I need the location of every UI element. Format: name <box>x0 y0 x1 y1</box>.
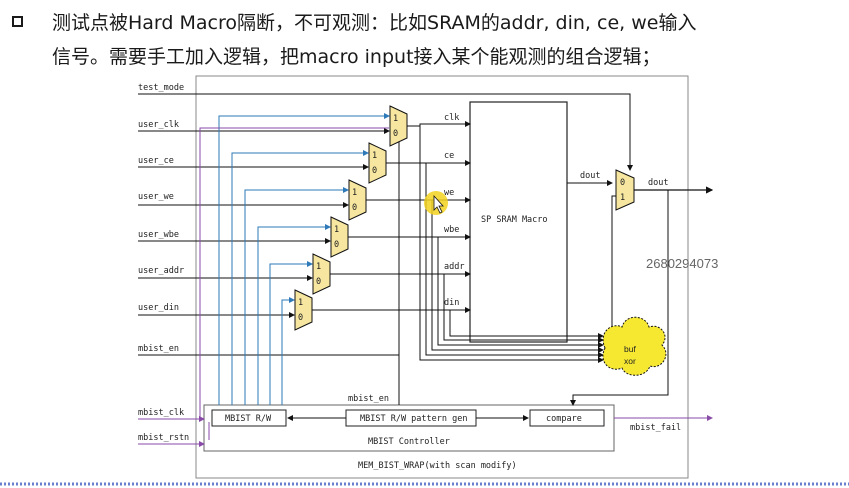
svg-text:wbe: wbe <box>444 225 459 235</box>
svg-text:1: 1 <box>298 298 303 308</box>
mux-ce: 1 0 <box>368 142 387 184</box>
watermark-text: 2680294073 <box>646 256 718 271</box>
compare-block <box>529 409 605 427</box>
compare-label: compare <box>546 414 582 424</box>
blue-mbist-wires <box>218 113 390 405</box>
tap-to-bufxor-wires <box>419 126 604 363</box>
wire-mbist-clk-purple <box>199 127 389 420</box>
label-mbist-en-internal: mbist_en <box>348 394 389 404</box>
svg-text:clk: clk <box>444 113 459 123</box>
svg-text:din: din <box>444 298 459 308</box>
input-muxes: 1 0 1 0 1 0 1 0 1 0 1 0 <box>294 105 408 331</box>
svg-text:0: 0 <box>372 166 377 176</box>
label-mbist-en: mbist_en <box>138 344 179 354</box>
input-labels: test_mode user_clk user_ce user_we user_… <box>138 83 189 443</box>
svg-text:0: 0 <box>316 277 321 287</box>
mbist-rw-block <box>211 409 287 427</box>
svg-text:1: 1 <box>372 151 377 161</box>
svg-text:1: 1 <box>316 262 321 272</box>
sram-port-labels: clk ce we wbe addr din <box>444 113 464 308</box>
svg-text:1: 1 <box>352 188 357 198</box>
svg-text:0: 0 <box>334 240 339 250</box>
mux-we: 1 0 <box>348 179 367 221</box>
wire-test-mode <box>138 93 633 171</box>
mbist-rw-label: MBIST R/W <box>225 414 272 424</box>
svg-text:ce: ce <box>444 151 454 161</box>
svg-text:0: 0 <box>352 203 357 213</box>
mbist-controller-box <box>203 404 615 452</box>
cursor-pointer-icon <box>433 194 444 214</box>
wrap-label: MEM_BIST_WRAP(with scan modify) <box>358 461 517 471</box>
svg-text:xor: xor <box>624 356 636 366</box>
svg-text:addr: addr <box>444 262 464 272</box>
label-user-ce: user_ce <box>138 156 174 166</box>
svg-text:1: 1 <box>334 225 339 235</box>
svg-text:0: 0 <box>298 313 303 323</box>
label-user-wbe: user_wbe <box>138 230 179 240</box>
wire-dout-to-compare <box>570 190 669 406</box>
mux-din: 1 0 <box>294 289 313 331</box>
bufxor-cloud: buf xor <box>602 316 667 376</box>
pattern-gen-label: MBIST R/W pattern gen <box>360 414 467 424</box>
label-test-mode: test_mode <box>138 83 184 93</box>
svg-text:0: 0 <box>620 178 625 188</box>
mux-addr: 1 0 <box>312 253 331 295</box>
label-dout-output: dout <box>648 178 668 188</box>
label-user-addr: user_addr <box>138 266 184 276</box>
label-mbist-fail: mbist_fail <box>630 423 681 433</box>
mux-clk: 1 0 <box>389 105 408 147</box>
label-mbist-rstn: mbist_rstn <box>138 433 189 443</box>
user-input-wires <box>138 128 390 318</box>
sram-macro-block <box>469 101 568 343</box>
bullet-square-icon <box>12 16 23 27</box>
sram-label: SP SRAM Macro <box>481 215 548 225</box>
bullet-line-2: 信号。需要手工加入逻辑，把macro input接入某个能观测的组合逻辑； <box>52 46 661 68</box>
svg-text:1: 1 <box>620 193 625 203</box>
mux-dout: 0 1 <box>615 169 635 211</box>
bullet-line-1: 测试点被Hard Macro隔断，不可观测：比如SRAM的addr, din, … <box>52 12 697 34</box>
wrap-outer-box <box>195 75 689 479</box>
svg-text:0: 0 <box>393 129 398 139</box>
label-user-clk: user_clk <box>138 120 179 130</box>
bullet-text: 测试点被Hard Macro隔断，不可观测：比如SRAM的addr, din, … <box>52 6 842 74</box>
label-dout-internal: dout <box>580 171 600 181</box>
mux-wbe: 1 0 <box>330 216 349 258</box>
label-user-we: user_we <box>138 192 174 202</box>
svg-text:buf: buf <box>624 344 636 354</box>
svg-text:we: we <box>444 188 454 198</box>
svg-text:1: 1 <box>393 114 398 124</box>
label-mbist-clk: mbist_clk <box>138 408 184 418</box>
label-user-din: user_din <box>138 303 179 313</box>
controller-label: MBIST Controller <box>368 437 450 447</box>
